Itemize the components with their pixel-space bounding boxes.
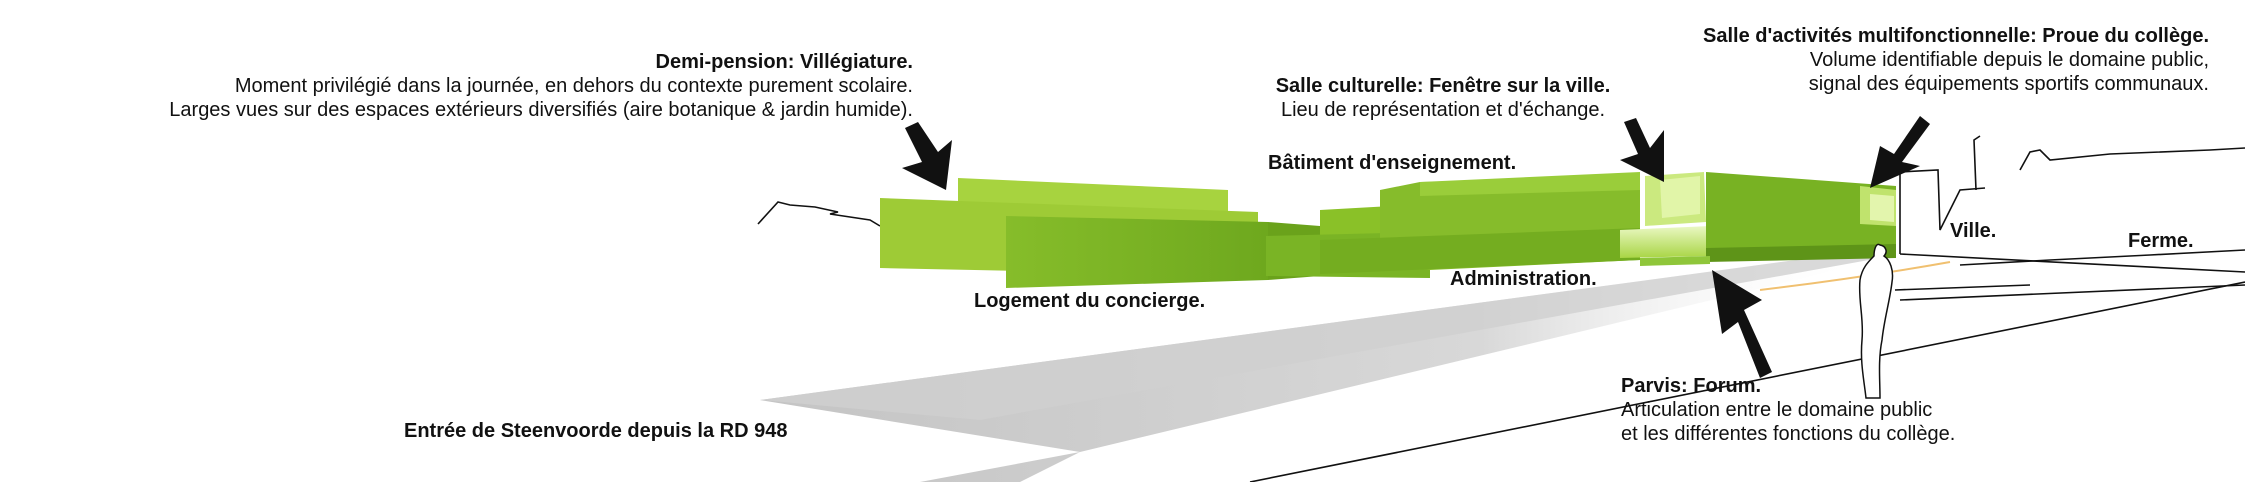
label-batiment: Bâtiment d'enseignement. (1268, 152, 1517, 174)
building-volumes (880, 172, 1896, 288)
demi-pension-title: Demi-pension: Villégiature. (655, 51, 913, 73)
arrow-parvis (1712, 270, 1772, 378)
arrow-demi-pension (902, 122, 952, 190)
orange-path (1759, 261, 1951, 291)
arrow-salle-activites (1870, 116, 1930, 188)
arrow-salle-culturelle (1620, 118, 1664, 182)
site-lines (757, 135, 2245, 482)
salle-activites-line1: Volume identifiable depuis le domaine pu… (1809, 49, 2209, 71)
ground-shadow (760, 250, 1880, 482)
label-ferme: Ferme. (2128, 230, 2194, 252)
salle-culturelle-line1: Lieu de représentation et d'échange. (1280, 99, 1606, 121)
label-entree: Entrée de Steenvoorde depuis la RD 948 (404, 420, 788, 442)
salle-activites-title: Salle d'activités multifonctionnelle: Pr… (1703, 25, 2209, 47)
label-salle-activites: Salle d'activités multifonctionnelle: Pr… (1703, 24, 2209, 96)
person-silhouette (1858, 243, 1894, 399)
demi-pension-line2: Larges vues sur des espaces extérieurs d… (169, 99, 913, 121)
demi-pension-line1: Moment privilégié dans la journée, en de… (234, 75, 913, 97)
label-administration: Administration. (1450, 268, 1597, 290)
label-ville: Ville. (1950, 220, 1997, 242)
parvis-line1: Articulation entre le domaine public (1621, 399, 1933, 421)
salle-activites-line2: signal des équipements sportifs communau… (1808, 73, 2209, 95)
parvis-line2: et les différentes fonctions du collège. (1621, 423, 1956, 445)
label-demi-pension: Demi-pension: Villégiature. Moment privi… (169, 50, 913, 122)
label-parvis: Parvis: Forum. Articulation entre le dom… (1621, 374, 1955, 446)
label-logement: Logement du concierge. (974, 290, 1206, 312)
arrows (902, 116, 1930, 378)
salle-culturelle-title: Salle culturelle: Fenêtre sur la ville. (1275, 75, 1611, 97)
label-salle-culturelle: Salle culturelle: Fenêtre sur la ville. … (1256, 74, 1630, 122)
parvis-title: Parvis: Forum. (1621, 375, 1762, 397)
